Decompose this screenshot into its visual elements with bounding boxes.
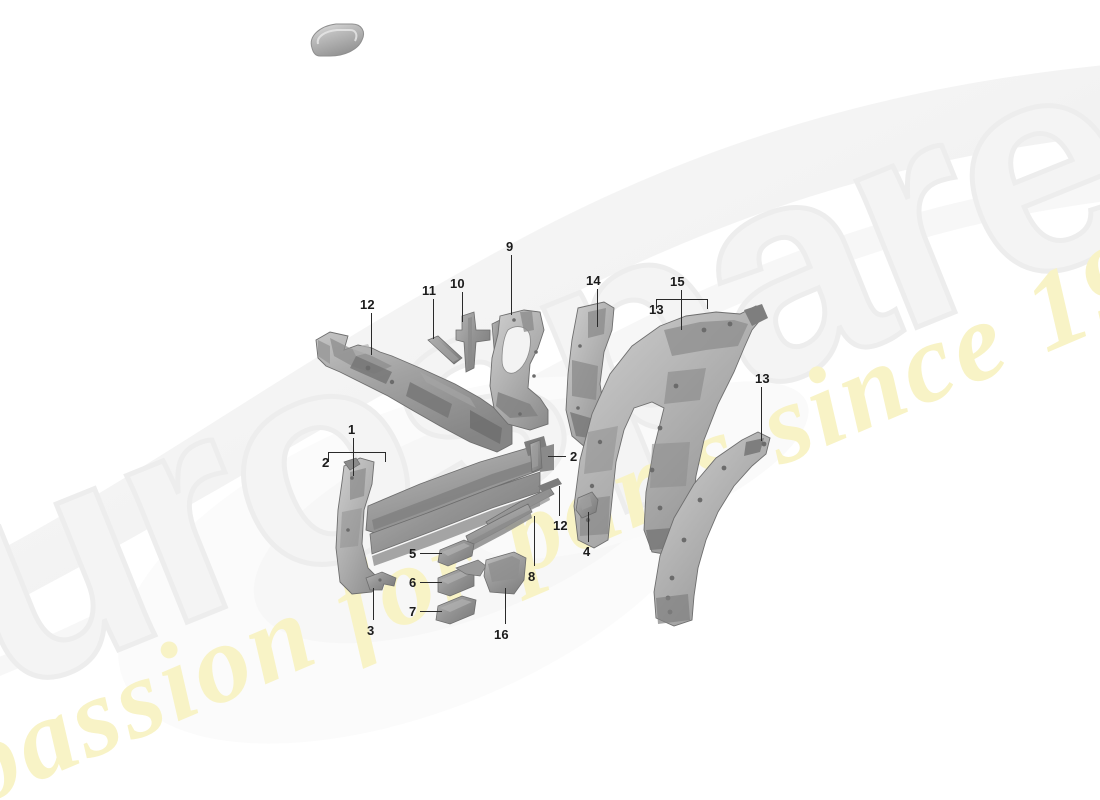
callout-label-15: 15	[670, 274, 685, 289]
callout-leader-line	[433, 299, 435, 339]
callout-leader-line	[511, 255, 513, 315]
callout-label-14: 14	[586, 273, 601, 288]
callout-label-4: 4	[583, 544, 591, 559]
callout-bracket	[328, 452, 386, 462]
callout-leader-line	[597, 289, 599, 327]
part-spacer-block-5	[437, 539, 475, 567]
callout-label-10: 10	[450, 276, 465, 291]
part-oval-plug-cap	[310, 23, 365, 57]
callout-label-13: 13	[755, 371, 770, 386]
callout-leader-line	[761, 387, 763, 441]
part-spacer-block-6	[437, 559, 487, 597]
callout-leader-line	[420, 582, 442, 584]
part-sill-bracket	[529, 439, 543, 473]
callout-label-2: 2	[322, 455, 330, 470]
callout-label-13: 13	[649, 302, 664, 317]
callout-label-9: 9	[506, 239, 514, 254]
callout-label-6: 6	[409, 575, 417, 590]
callout-leader-line	[548, 456, 566, 458]
callout-leader-line	[588, 512, 590, 542]
callout-label-11: 11	[422, 283, 437, 298]
callout-leader-line	[462, 292, 464, 322]
part-b-pillar-reinforcement	[489, 309, 549, 431]
callout-label-5: 5	[409, 546, 417, 561]
callout-leader-line	[420, 611, 442, 613]
callout-label-12: 12	[553, 518, 568, 533]
callout-label-12: 12	[360, 297, 375, 312]
callout-label-8: 8	[528, 569, 536, 584]
callout-leader-line	[559, 486, 561, 516]
callout-label-2: 2	[570, 449, 578, 464]
callout-leader-line	[505, 588, 507, 624]
callout-leader-line	[353, 438, 355, 476]
part-spacer-block-7	[435, 595, 477, 625]
callout-leader-line	[420, 553, 442, 555]
callout-label-7: 7	[409, 604, 417, 619]
callout-leader-line	[373, 588, 375, 620]
callout-label-1: 1	[348, 422, 356, 437]
callout-leader-line	[681, 290, 683, 330]
callout-label-3: 3	[367, 623, 375, 638]
callout-leader-line	[534, 516, 536, 566]
callout-label-16: 16	[494, 627, 509, 642]
callout-leader-line	[371, 313, 373, 355]
part-rear-cross-member-upper	[315, 331, 513, 453]
